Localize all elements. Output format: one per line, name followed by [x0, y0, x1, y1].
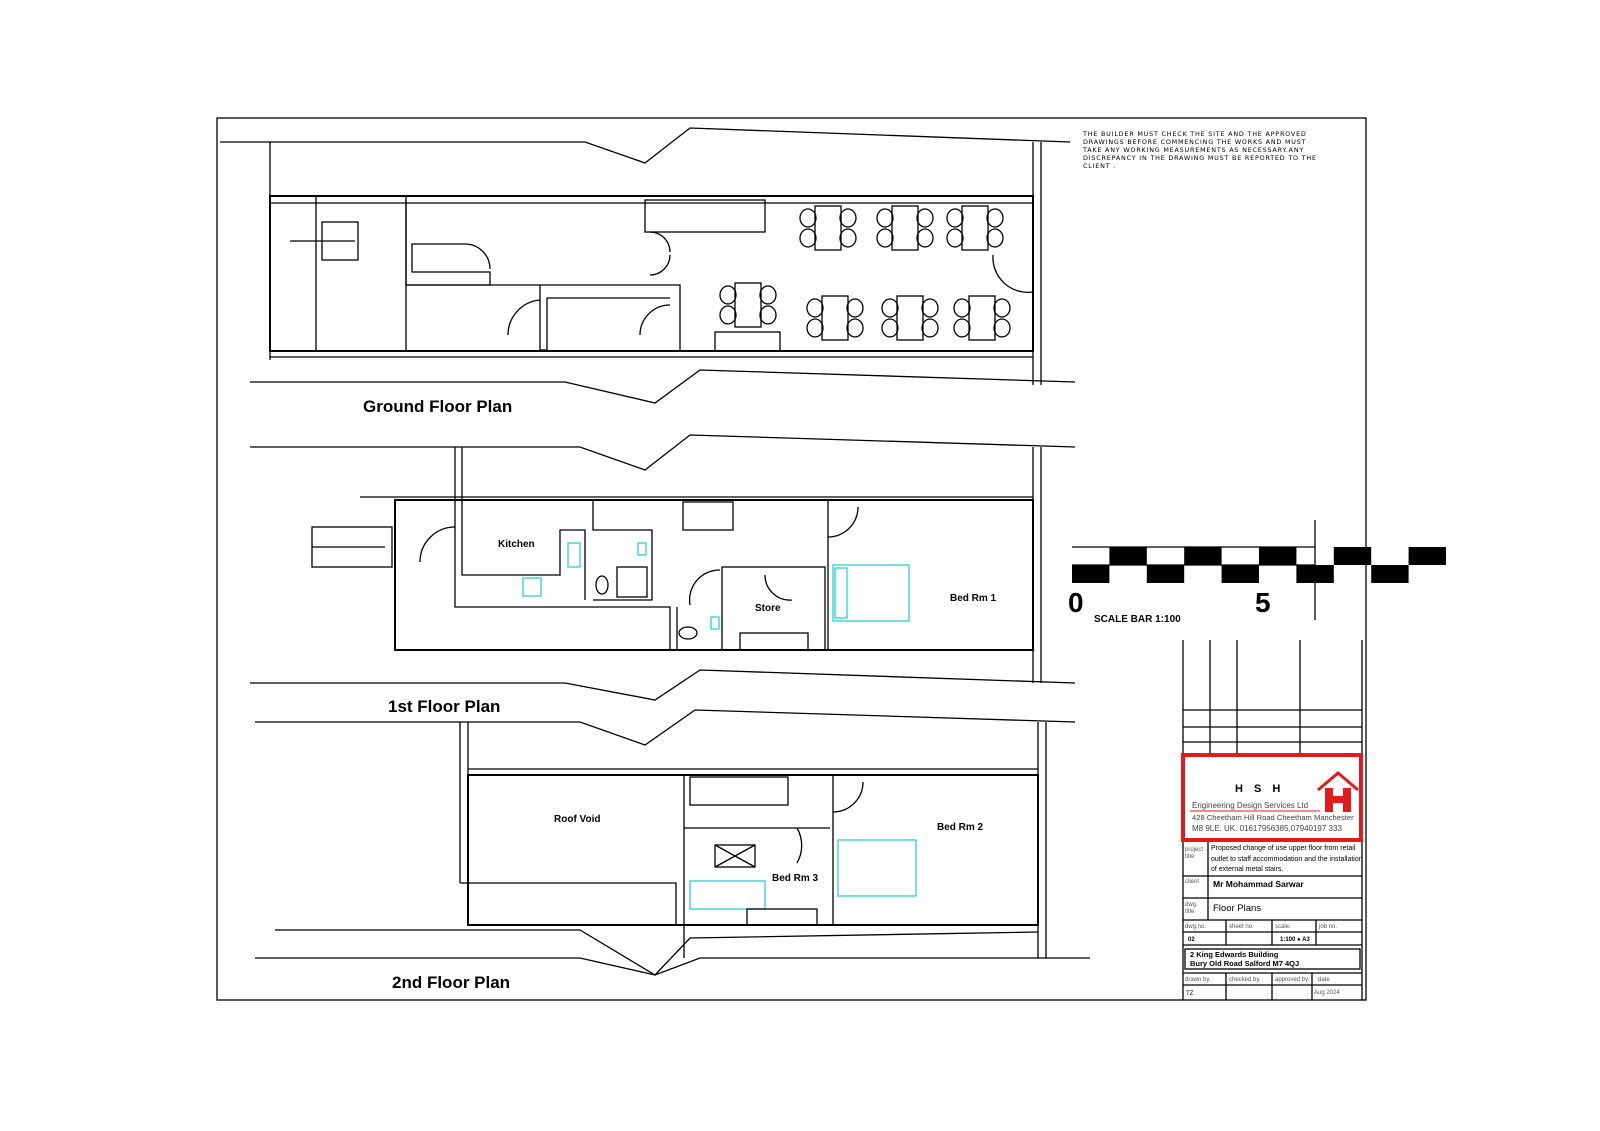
scale-start: 0	[1068, 587, 1084, 618]
room-label-bed-rm-1: Bed Rm 1	[950, 593, 997, 604]
chair	[993, 298, 1011, 318]
note-line: DISCREPANCY IN THE DRAWING MUST BE REPOR…	[1083, 154, 1317, 162]
client-name: Mr Mohammad Sarwar	[1213, 879, 1304, 889]
date: Aug 2024	[1314, 990, 1340, 996]
chair	[759, 285, 777, 305]
chair	[986, 228, 1004, 248]
chair	[846, 318, 864, 338]
scale-cell	[1221, 565, 1259, 583]
scale-label: SCALE BAR 1:100	[1094, 614, 1181, 625]
scale-bar: 0 5 SCALE BAR 1:100	[1068, 520, 1446, 625]
site-address-line: 2 King Edwards Building	[1190, 950, 1279, 959]
chair	[759, 305, 777, 325]
title-block: H S H Engineering Design Services Ltd 42…	[1181, 640, 1363, 1000]
scale-cell	[1259, 547, 1297, 565]
svg-text:dwg.: dwg.	[1185, 902, 1198, 908]
note-line: DRAWINGS BEFORE COMMENCING THE WORKS AND…	[1083, 138, 1306, 146]
svg-text:project: project	[1185, 847, 1203, 853]
scale-cell	[1109, 547, 1147, 565]
chair	[806, 318, 824, 338]
note-line: THE BUILDER MUST CHECK THE SITE AND THE …	[1082, 130, 1307, 138]
chair	[719, 305, 737, 325]
company-name: Engineering Design Services Ltd	[1192, 801, 1308, 810]
first-floor-title: 1st Floor Plan	[388, 697, 500, 716]
chair	[876, 228, 894, 248]
first-floor-plan: Kitchen Store Bed Rm 1 1st Floor Plan	[250, 434, 1076, 716]
scale-value: 1:100 ● A3	[1280, 937, 1310, 943]
chair	[916, 208, 934, 228]
builder-notes: THE BUILDER MUST CHECK THE SITE AND THE …	[1082, 130, 1317, 170]
approved-by-label: approved by.	[1275, 977, 1310, 983]
scale-cell	[1333, 547, 1372, 565]
chair	[946, 208, 964, 228]
ground-floor-plan: Ground Floor Plan	[220, 127, 1076, 416]
chair	[839, 228, 857, 248]
project-title-line: outlet to staff accommodation and the in…	[1211, 856, 1363, 863]
chair	[876, 208, 894, 228]
client-label: client	[1185, 879, 1199, 885]
scale-cell	[1296, 565, 1334, 583]
drawn-by-label: drawn by.	[1185, 977, 1211, 983]
dwg-no: 02	[1188, 937, 1195, 943]
room-label-kitchen: Kitchen	[498, 539, 535, 550]
company-initials: H S H	[1235, 783, 1284, 795]
chair	[846, 298, 864, 318]
note-line: CLIENT .	[1083, 162, 1116, 170]
chair	[839, 208, 857, 228]
second-floor-title: 2nd Floor Plan	[392, 973, 510, 992]
project-title-line: of external metal stairs.	[1211, 866, 1283, 873]
dining-table	[881, 295, 939, 341]
house-logo-icon	[1317, 771, 1359, 812]
scale-end: 5	[1255, 587, 1271, 618]
scale-field-label: scale.	[1275, 924, 1291, 930]
drawing-title: Floor Plans	[1213, 903, 1261, 914]
company-logo-box	[1181, 753, 1363, 842]
chair	[916, 228, 934, 248]
project-title-line: Proposed change of use upper floor from …	[1211, 845, 1356, 852]
room-label-bed-rm-2: Bed Rm 2	[937, 822, 984, 833]
scale-cell	[1072, 565, 1110, 583]
chair	[881, 298, 899, 318]
chair	[881, 318, 899, 338]
room-label-store: Store	[755, 603, 781, 614]
svg-text:title: title	[1185, 909, 1195, 915]
chair	[921, 298, 939, 318]
chair	[799, 208, 817, 228]
drawn-by: TZ	[1186, 991, 1194, 997]
checked-by-label: checked by.	[1229, 977, 1261, 983]
dining-table	[946, 205, 1004, 251]
sheet-no-label: sheet no.	[1229, 924, 1254, 930]
chair	[921, 318, 939, 338]
chair	[953, 318, 971, 338]
dwg-no-label: dwg.no.	[1185, 924, 1206, 930]
chair	[799, 228, 817, 248]
chair	[806, 298, 824, 318]
note-line: TAKE ANY WORKING MEASUREMENTS AS NECESSA…	[1082, 146, 1304, 154]
dining-table	[876, 205, 934, 251]
date-label: date	[1318, 977, 1330, 983]
room-label-bed-rm-3: Bed Rm 3	[772, 873, 819, 884]
scale-cell	[1371, 565, 1409, 583]
dining-table	[719, 282, 777, 328]
chair	[946, 228, 964, 248]
chair	[719, 285, 737, 305]
job-no-label: job no.	[1318, 924, 1337, 930]
dining-table	[953, 295, 1011, 341]
dining-table	[806, 295, 864, 341]
scale-cell	[1146, 565, 1185, 583]
dining-table	[799, 205, 857, 251]
chair	[993, 318, 1011, 338]
ground-floor-title: Ground Floor Plan	[363, 397, 512, 416]
svg-text:title: title	[1185, 854, 1195, 860]
second-floor-plan: Roof Void Bed Rm 3 Bed Rm 2 2nd Floor Pl…	[255, 709, 1090, 992]
scale-cell	[1408, 547, 1446, 565]
chair	[953, 298, 971, 318]
chair	[986, 208, 1004, 228]
company-address: 428 Cheetham Hill Road Cheetham Manchest…	[1192, 813, 1354, 822]
site-address-line: Bury Old Road Salford M7 4QJ	[1190, 959, 1299, 968]
company-contact: M8 9LE. UK. 01617956385,07940197 333	[1192, 824, 1342, 833]
room-label-roof-void: Roof Void	[554, 814, 600, 825]
scale-cell	[1184, 547, 1222, 565]
